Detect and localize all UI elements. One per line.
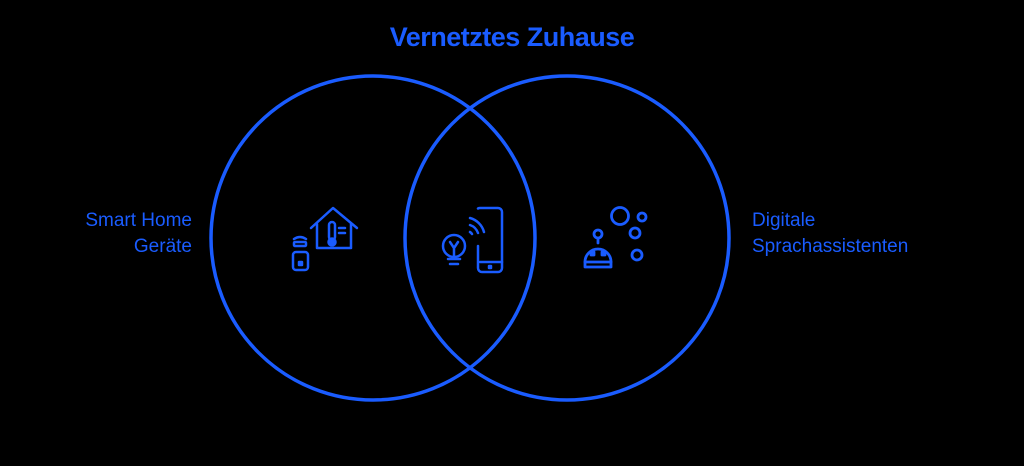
label-line: Geräte — [133, 236, 192, 257]
set-label-voice-assistants: Digitale Sprachassistenten — [752, 208, 908, 260]
set-circle-voice-assistants — [403, 74, 731, 402]
smartphone-smart-bulb-icon — [441, 206, 504, 274]
label-line: Digitale — [752, 210, 816, 231]
diagram-title: Vernetztes Zuhause — [389, 22, 635, 52]
set-label-smart-home: Smart Home Geräte — [85, 208, 192, 260]
smart-home-devices-icon — [291, 206, 359, 272]
set-circle-smart-home — [209, 74, 537, 402]
label-line: Sprachassistenten — [752, 236, 909, 257]
voice-assistant-robot-icon — [583, 206, 648, 269]
label-line: Smart Home — [85, 210, 192, 231]
